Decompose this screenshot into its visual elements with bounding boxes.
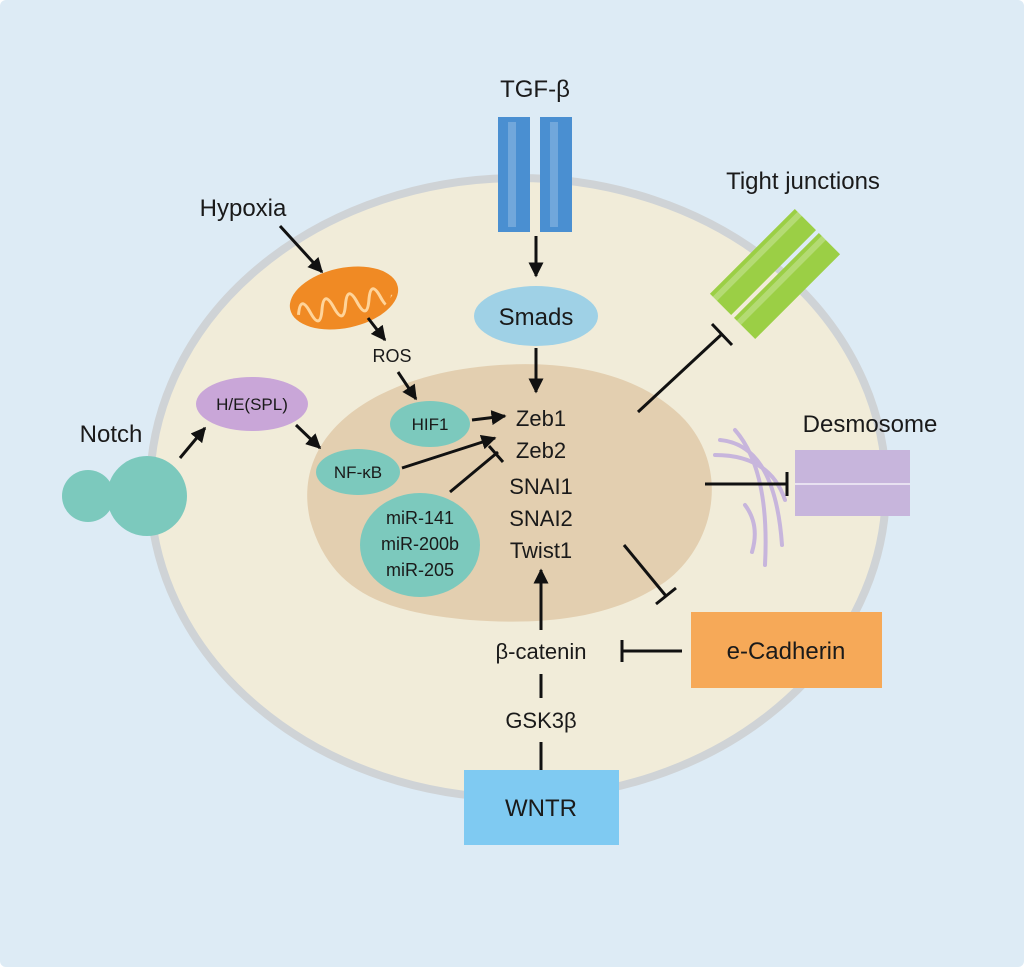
arrow-nfkb-to-zeb2	[401, 435, 497, 470]
notch-label: Notch	[80, 421, 143, 448]
beta-catenin-label: β-catenin	[496, 639, 587, 664]
hes-label: H/E(SPL)	[216, 395, 288, 414]
tgf-beta-label: TGF-β	[500, 76, 570, 103]
mitochondrion-icon	[289, 266, 399, 330]
desmosome-icon	[795, 450, 910, 516]
hypoxia-label: Hypoxia	[200, 195, 287, 222]
inhibit-e-cadherin	[622, 544, 668, 597]
tgf-beta-receptor	[498, 117, 572, 232]
activation-arrows	[178, 224, 549, 630]
arrow-hypoxia-to-mito	[278, 224, 324, 274]
zeb1-label: Zeb1	[516, 406, 566, 431]
twist1-label: Twist1	[510, 538, 572, 563]
snai2-label: SNAI2	[509, 506, 573, 531]
e-cadherin-box	[691, 612, 882, 688]
arrow-mito-to-ros	[366, 317, 387, 342]
notch-spheres	[62, 456, 187, 536]
inhibit-tight-junctions	[636, 332, 724, 414]
smads-label: Smads	[499, 304, 574, 331]
hif1-node	[390, 401, 470, 447]
inhibit-mirna-zeb2	[449, 450, 499, 494]
mir200b-label: miR-200b	[381, 534, 459, 554]
hif1-label: HIF1	[412, 415, 449, 434]
hes-node	[196, 377, 308, 431]
tight-junction-icon	[709, 208, 841, 340]
arrow-hes-to-nfkb	[294, 423, 322, 450]
wntr-box	[464, 770, 619, 845]
e-cadherin-label: e-Cadherin	[727, 638, 846, 665]
wntr-label: WNTR	[505, 795, 577, 822]
nfkb-node	[316, 449, 400, 495]
mirna-cluster	[360, 493, 480, 597]
gsk3b-label: GSK3β	[505, 708, 576, 733]
mir141-label: miR-141	[386, 508, 454, 528]
nfkb-label: NF-κB	[334, 463, 382, 482]
snai1-label: SNAI1	[509, 474, 573, 499]
smads-node	[474, 286, 598, 346]
zeb2-label: Zeb2	[516, 438, 566, 463]
tight-junctions-label: Tight junctions	[726, 168, 880, 195]
ros-label: ROS	[372, 346, 411, 366]
arrow-hif1-to-zeb1	[471, 410, 507, 426]
inhibition-lines	[449, 322, 789, 770]
arrow-ros-to-hif1	[396, 371, 418, 401]
mir205-label: miR-205	[386, 560, 454, 580]
arrow-notch-to-hes	[178, 426, 207, 459]
desmosome-label: Desmosome	[803, 411, 938, 438]
